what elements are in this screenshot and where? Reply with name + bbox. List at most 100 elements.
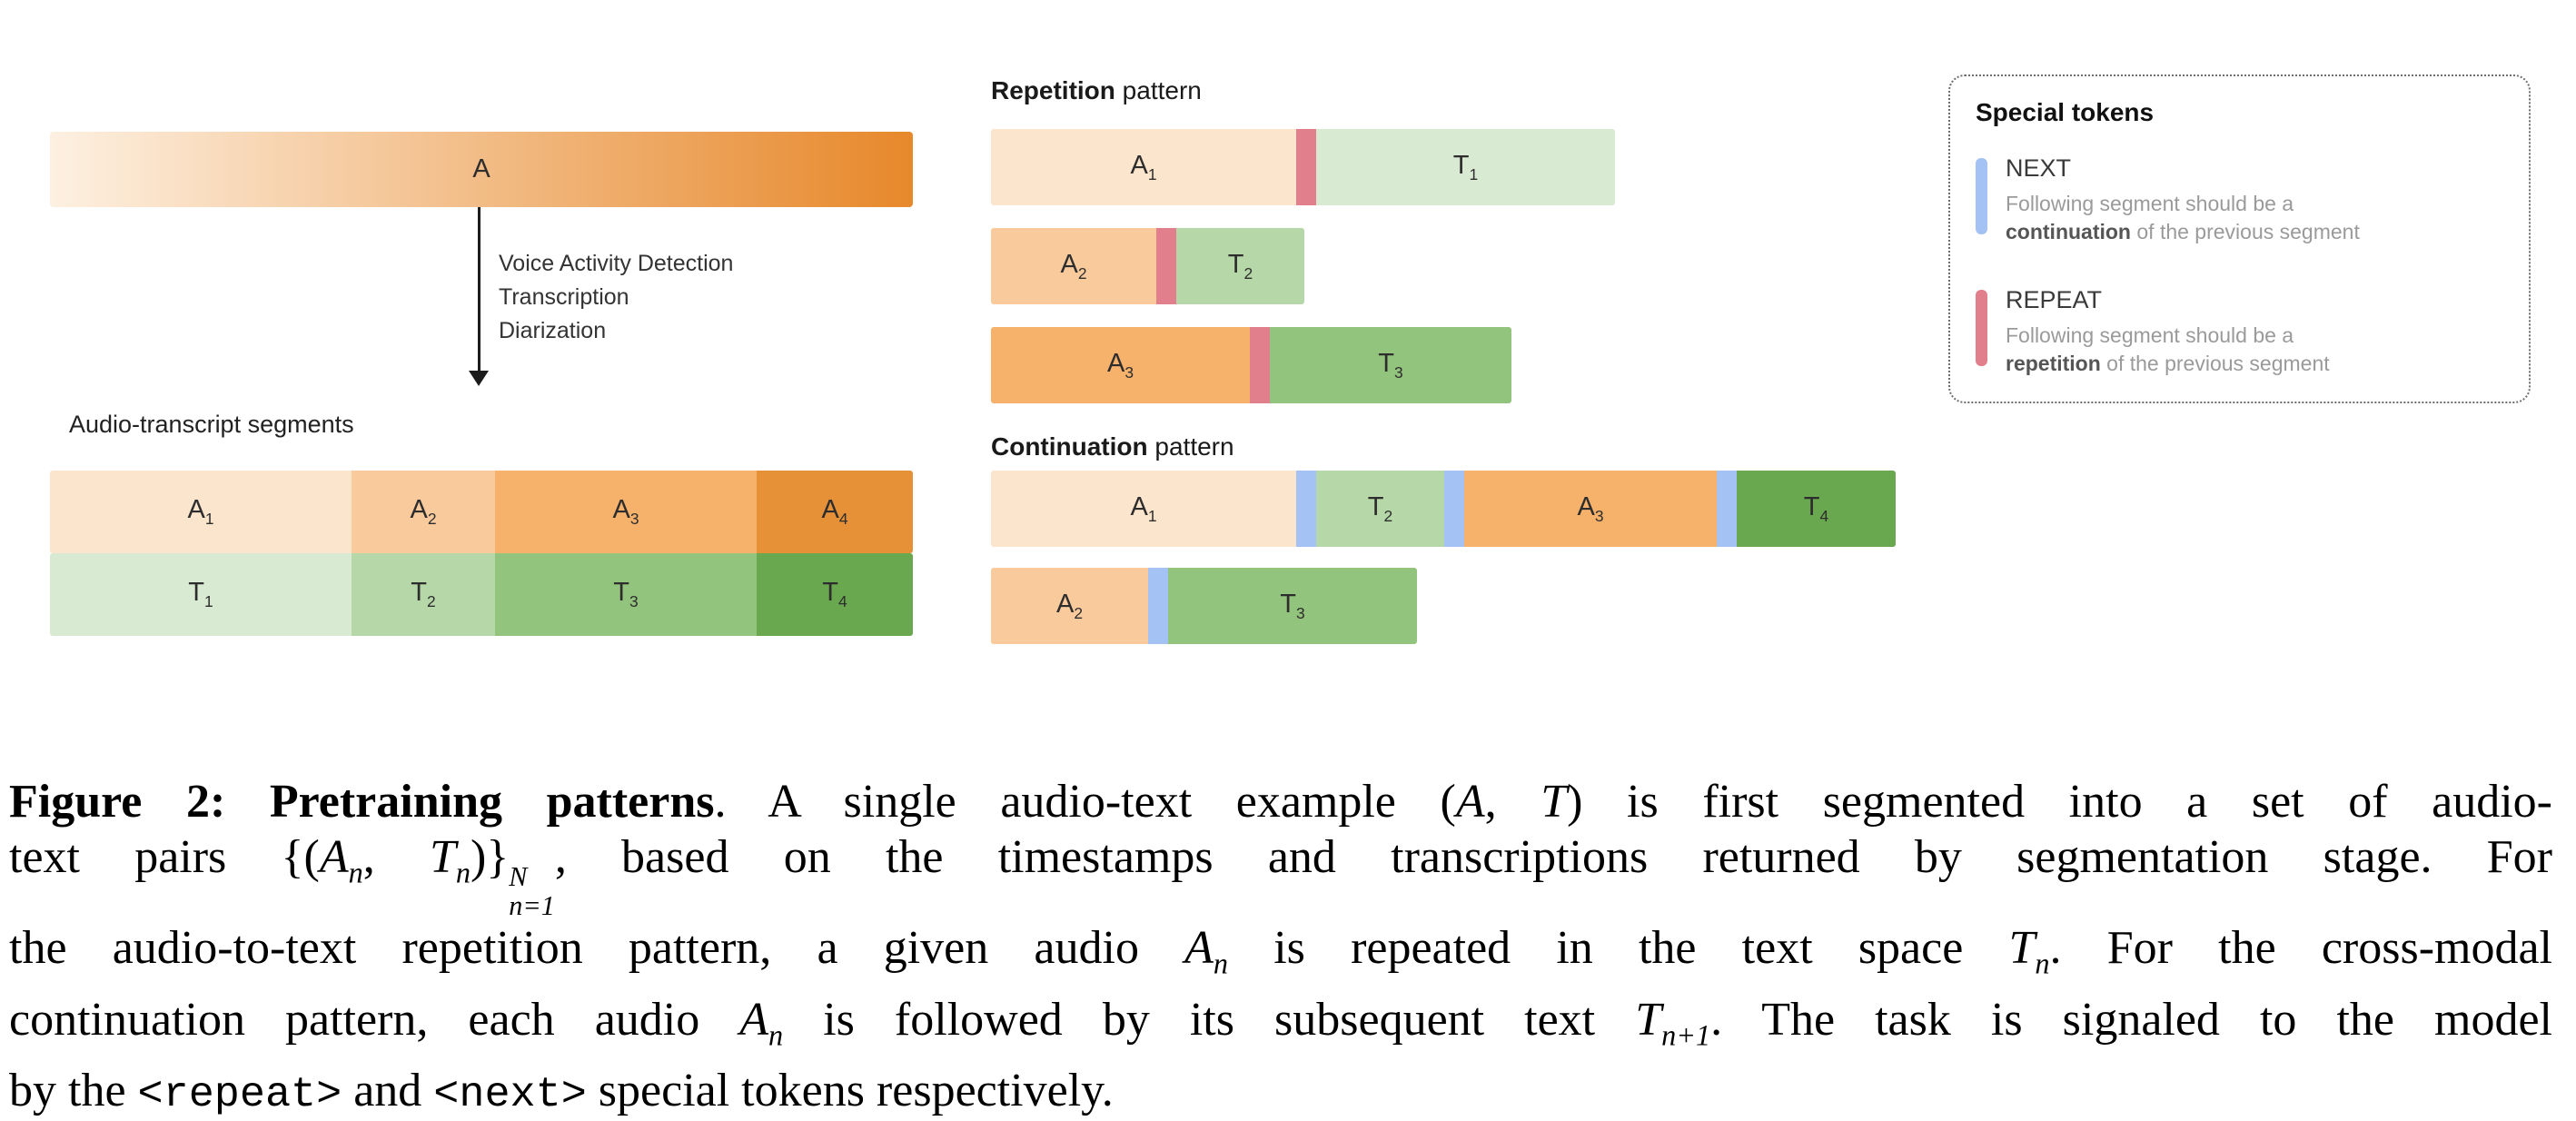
segment-label-sub: 3 xyxy=(1394,362,1403,382)
segment-label-sub: 3 xyxy=(1296,603,1305,622)
legend-desc-bold: continuation xyxy=(2006,220,2131,243)
arrow-down-icon xyxy=(469,371,489,386)
segment-label-base: A xyxy=(1577,491,1595,521)
segment-label-base: A xyxy=(187,495,205,525)
segment-label: A1 xyxy=(1130,492,1156,526)
segment-label: A2 xyxy=(1060,250,1086,283)
legend-desc-rest: of the previous segment xyxy=(2130,220,2360,243)
segment-label: T3 xyxy=(613,578,638,611)
caption-part: , xyxy=(1484,776,1541,828)
caption-part: by the xyxy=(9,1065,138,1117)
next-token-swatch xyxy=(1976,158,1987,234)
segment-label-sub: 2 xyxy=(1383,506,1393,525)
repetition-row-3: A3 T3 xyxy=(991,327,1511,403)
segment-label-sub: 3 xyxy=(1594,506,1604,525)
continuation-segment-t3: T3 xyxy=(1168,568,1417,644)
segment-label-base: T xyxy=(1452,150,1470,180)
continuation-segment-a1: A1 xyxy=(991,471,1296,547)
continuation-heading-bold: Continuation xyxy=(991,432,1148,461)
audio-segment-a1: A1 xyxy=(50,471,352,553)
caption-part: ) is first segmented into a set of audio… xyxy=(1567,776,2552,828)
text-segment-t3: T3 xyxy=(495,553,757,636)
caption-part: <repeat> xyxy=(137,1071,342,1120)
legend-desc-bold: repetition xyxy=(2006,352,2101,375)
caption-part: is followed by its subsequent text xyxy=(783,993,1636,1046)
source-audio-bar: A xyxy=(50,132,913,207)
caption-part: n xyxy=(455,856,471,889)
segment-label: A1 xyxy=(1130,151,1156,184)
caption-part: special tokens respectively. xyxy=(586,1065,1114,1117)
next-token-marker xyxy=(1148,568,1168,644)
caption-part: and xyxy=(342,1065,434,1117)
repetition-segment-t3: T3 xyxy=(1270,327,1511,403)
segment-label-sub: 2 xyxy=(1243,263,1253,283)
text-segments-row: T1 T2 T3 T4 xyxy=(50,553,913,636)
caption-part: text pairs {( xyxy=(9,831,320,883)
legend-token-name: REPEAT xyxy=(2006,286,2103,313)
legend-entry-next: NEXT Following segment should be a conti… xyxy=(1976,154,2503,246)
caption-part: . The task is signaled to the model xyxy=(1710,993,2553,1046)
segment-label-base: A xyxy=(1055,589,1075,619)
caption-part: A xyxy=(319,831,349,883)
continuation-heading: Continuation pattern xyxy=(991,432,1234,461)
audio-segment-a3: A3 xyxy=(495,471,757,553)
legend-entry-repeat: REPEAT Following segment should be a rep… xyxy=(1976,286,2503,378)
legend-desc-rest: of the previous segment xyxy=(2100,352,2330,375)
segment-label-base: A xyxy=(1060,249,1078,279)
segment-label-base: T xyxy=(1367,491,1384,521)
segment-label: T2 xyxy=(411,578,435,611)
continuation-heading-rest: pattern xyxy=(1147,432,1234,461)
segment-label-base: T xyxy=(613,578,630,608)
segment-label-base: A xyxy=(1130,491,1148,521)
figure-caption: Figure 2: Pretraining patterns. A single… xyxy=(9,774,2552,1121)
caption-part: <next> xyxy=(433,1071,587,1120)
caption-line: the audio-to-text repetition pattern, a … xyxy=(9,920,2552,991)
caption-part: the audio-to-text repetition pattern, a … xyxy=(9,922,1185,975)
segment-label-base: T xyxy=(188,578,205,608)
segment-label-sub: 3 xyxy=(1125,362,1134,382)
caption-part: T xyxy=(429,831,456,883)
text-segment-t2: T2 xyxy=(352,553,495,636)
segment-label-sub: 1 xyxy=(204,591,213,610)
segment-label-base: A xyxy=(410,495,428,525)
continuation-segment-t2: T2 xyxy=(1316,471,1444,547)
repetition-segment-t2: T2 xyxy=(1176,228,1304,304)
continuation-segment-t4: T4 xyxy=(1737,471,1896,547)
segment-label-sub: 4 xyxy=(838,509,848,528)
segment-label: T3 xyxy=(1378,349,1402,382)
repeat-token-swatch xyxy=(1976,290,1987,366)
segment-label-sub: 2 xyxy=(427,509,437,528)
caption-part: A xyxy=(1455,776,1485,828)
segment-label-base: A xyxy=(612,495,630,525)
segment-label: A4 xyxy=(821,495,847,529)
process-step-transcription: Transcription xyxy=(499,284,629,310)
segment-label-base: A xyxy=(821,495,839,525)
legend-desc-line2: repetition of the previous segment xyxy=(2006,350,2330,378)
segment-label: A3 xyxy=(1107,349,1134,382)
segment-label: A2 xyxy=(410,495,436,529)
repetition-row-2: A2 T2 xyxy=(991,228,1304,304)
segment-label: T2 xyxy=(1368,492,1392,526)
caption-part: continuation pattern, each audio xyxy=(9,993,740,1046)
segment-label-sub: 2 xyxy=(1074,603,1083,622)
segment-label-base: T xyxy=(1803,491,1820,521)
caption-part: , based on the timestamps and transcript… xyxy=(554,831,2553,883)
source-audio-label: A xyxy=(472,154,490,184)
segment-label-sub: 2 xyxy=(427,591,436,610)
segment-label: T1 xyxy=(1453,151,1478,184)
legend-desc-line2: continuation of the previous segment xyxy=(2006,218,2360,246)
segment-label: T4 xyxy=(1804,492,1828,526)
audio-segments-row: A1 A2 A3 A4 xyxy=(50,471,913,553)
repetition-heading: Repetition pattern xyxy=(991,76,1202,105)
legend-token-description: Following segment should be a continuati… xyxy=(2006,190,2360,246)
segment-label-sub: 1 xyxy=(1147,164,1157,184)
legend-title: Special tokens xyxy=(1976,98,2155,126)
segment-label: T3 xyxy=(1280,590,1304,623)
segment-label: A2 xyxy=(1056,590,1083,623)
legend-token-name: NEXT xyxy=(2006,154,2072,182)
segment-label: T1 xyxy=(188,578,213,611)
next-token-marker xyxy=(1296,471,1316,547)
legend-desc-line1: Following segment should be a xyxy=(2006,192,2294,215)
